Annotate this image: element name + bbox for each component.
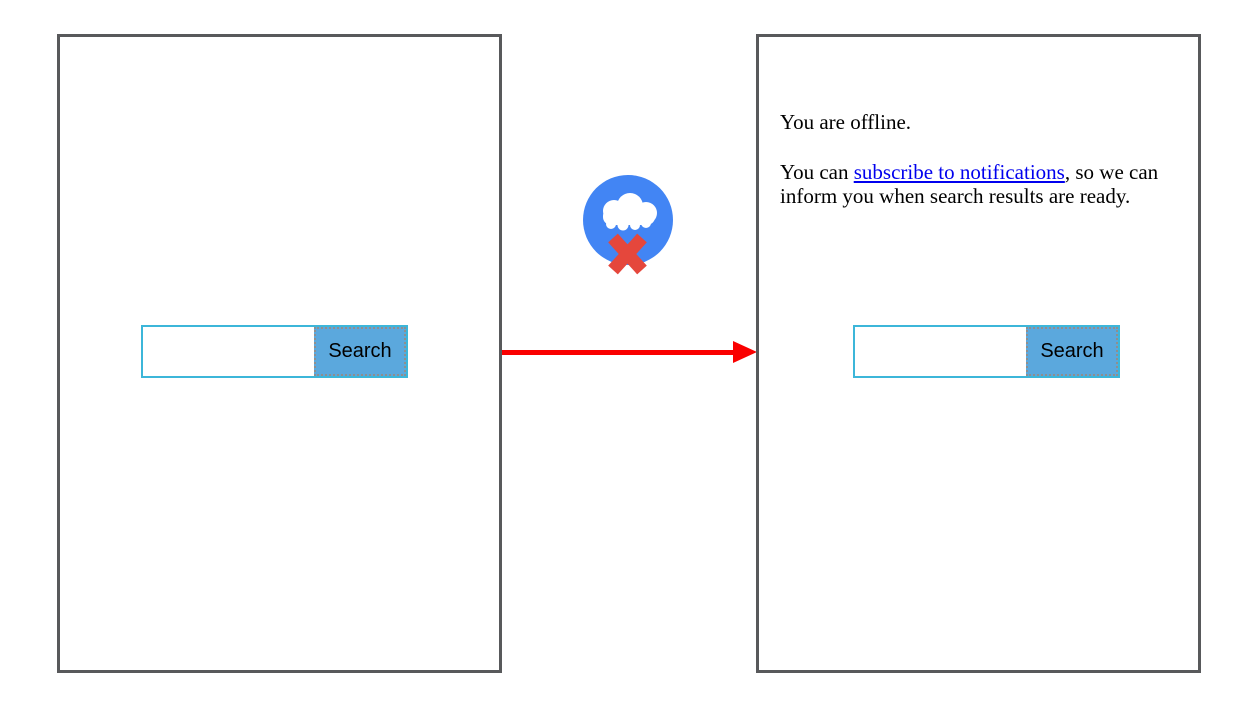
left-screen-panel: Search: [57, 34, 502, 673]
right-screen-panel: You are offline. You can subscribe to no…: [756, 34, 1201, 673]
cloud-shape: [603, 193, 657, 231]
subscribe-notifications-link[interactable]: subscribe to notifications: [853, 160, 1065, 184]
offline-status-text: You are offline.: [780, 110, 912, 134]
search-button[interactable]: Search: [1026, 327, 1118, 376]
flow-arrow-head-icon: [733, 341, 757, 363]
search-input[interactable]: [855, 327, 1026, 376]
notify-text-prefix: You can: [780, 160, 854, 184]
search-input[interactable]: [143, 327, 314, 376]
flow-arrow-shaft: [502, 350, 735, 355]
cross-mark-icon: [608, 233, 647, 275]
search-button[interactable]: Search: [314, 327, 406, 376]
search-form: Search: [141, 325, 408, 378]
notify-text-suffix-line1: , so we can: [1064, 160, 1159, 184]
search-form: Search: [853, 325, 1120, 378]
offline-message: You are offline. You can subscribe to no…: [780, 110, 1182, 234]
notify-paragraph: You can subscribe to notifications, so w…: [780, 160, 1182, 208]
cloud-offline-icon: [583, 175, 673, 281]
notify-text-line2: inform you when search results are ready…: [780, 184, 1131, 208]
cloud-offline-icon-svg: [583, 175, 673, 275]
